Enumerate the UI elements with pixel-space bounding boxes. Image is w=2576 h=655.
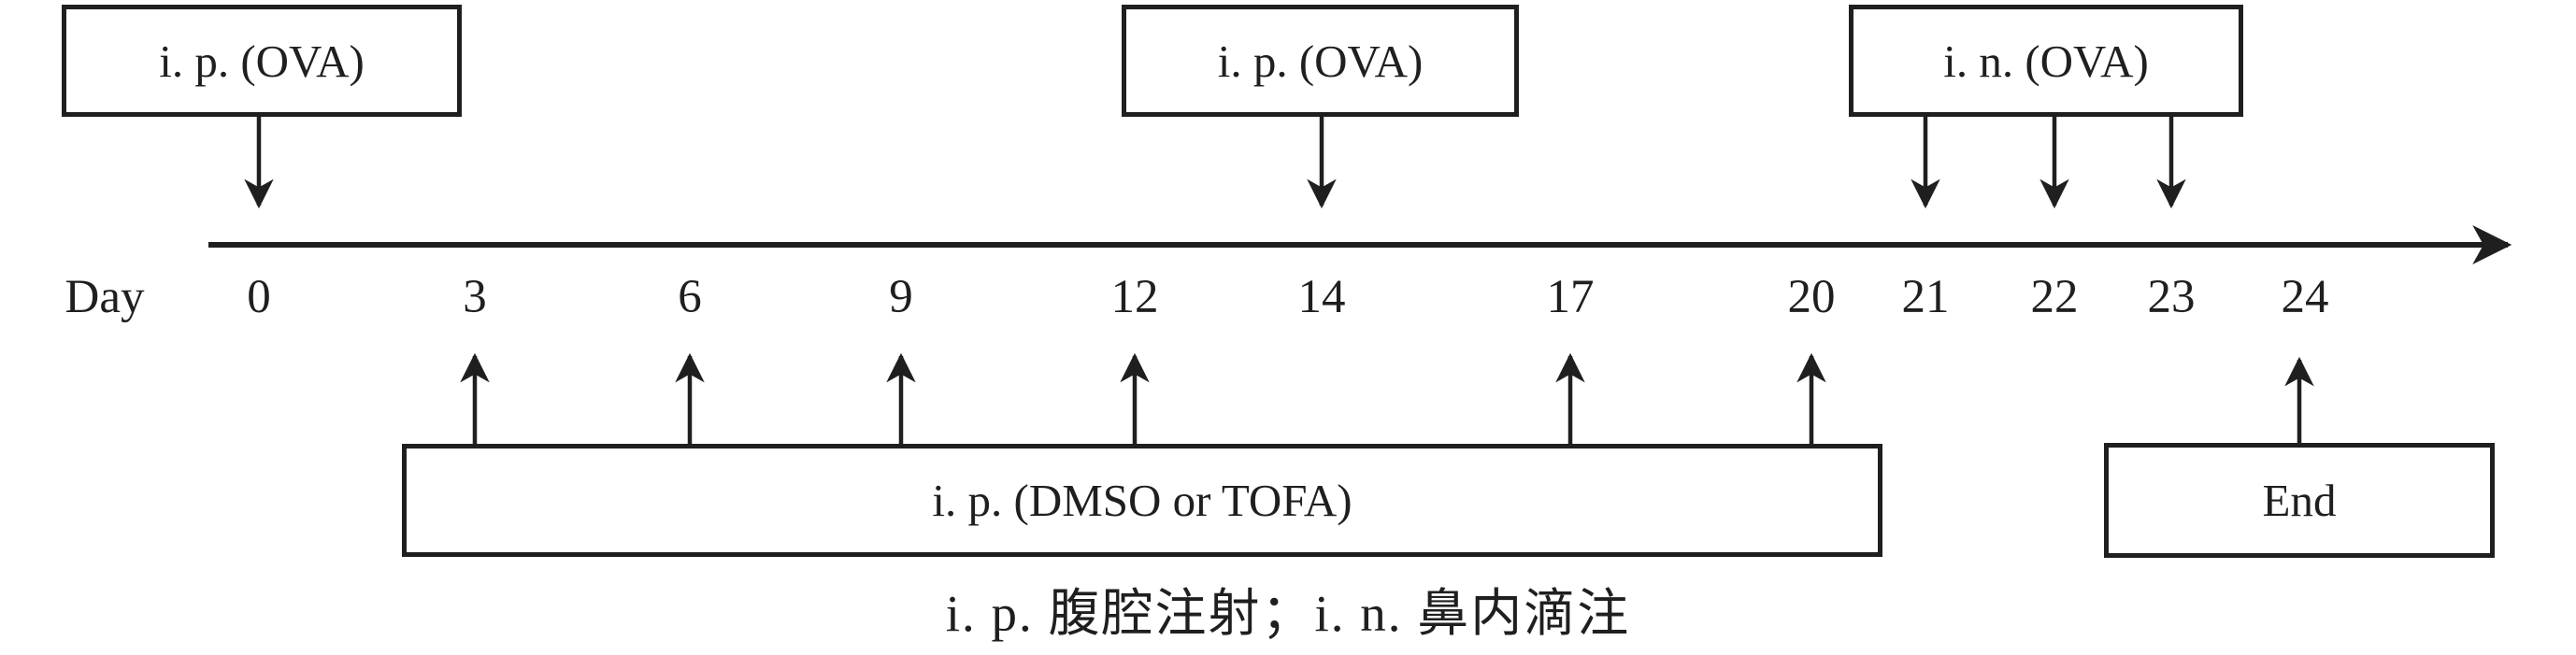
treatment-box-label: i. p. (DMSO or TOFA): [932, 475, 1352, 526]
tick-day-0: 0: [247, 271, 271, 323]
tick-day-17: 17: [1546, 271, 1595, 323]
ip-ova-box-2-label: i. p. (OVA): [1217, 35, 1424, 87]
tick-day-21: 21: [1901, 271, 1950, 323]
ip-ova-box-1: i. p. (OVA): [62, 5, 462, 117]
end-box: End: [2104, 443, 2495, 558]
end-box-label: End: [2262, 475, 2337, 526]
tick-day-22: 22: [2030, 271, 2079, 323]
tick-day-23: 23: [2147, 271, 2196, 323]
tick-day-3: 3: [463, 271, 487, 323]
treatment-box: i. p. (DMSO or TOFA): [402, 444, 1882, 557]
ip-ova-box-2: i. p. (OVA): [1122, 5, 1519, 117]
legend-caption: i. p. 腹腔注射；i. n. 鼻内滴注: [945, 585, 1631, 642]
tick-day-12: 12: [1110, 271, 1159, 323]
in-ova-box: i. n. (OVA): [1849, 5, 2243, 117]
axis-label-day: Day: [64, 271, 145, 323]
ip-ova-box-1-label: i. p. (OVA): [159, 35, 365, 87]
tick-day-9: 9: [889, 271, 913, 323]
tick-day-24: 24: [2281, 271, 2329, 323]
tick-day-6: 6: [678, 271, 702, 323]
in-ova-box-label: i. n. (OVA): [1943, 35, 2149, 87]
tick-day-20: 20: [1787, 271, 1836, 323]
tick-day-14: 14: [1297, 271, 1346, 323]
